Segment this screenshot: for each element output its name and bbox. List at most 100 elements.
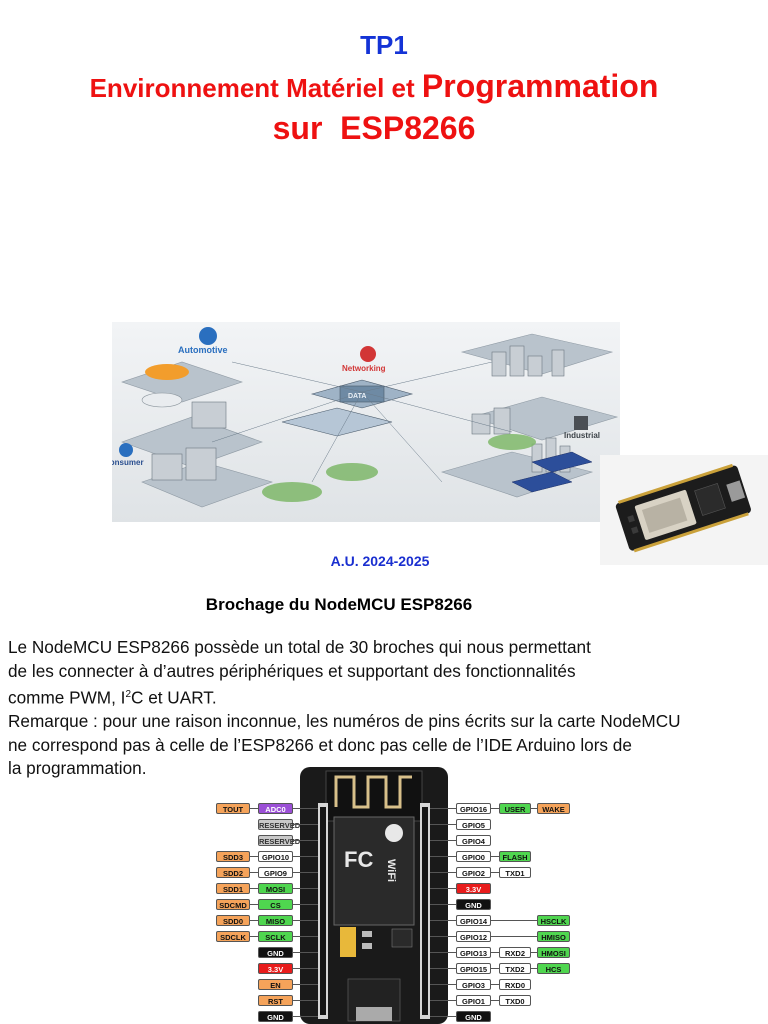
pin-label-inner: EN <box>258 979 293 990</box>
pin-connector-line <box>293 968 318 969</box>
pin-label-inner: GND <box>258 947 293 958</box>
pin-label-function-2: HSCLK <box>537 915 570 926</box>
pin-connector-line <box>430 952 456 953</box>
pin-label-outer: TOUT <box>216 803 250 814</box>
iot-illustration: Automotive Networking Consumer Industria… <box>112 322 620 522</box>
pin-connector-line <box>250 936 258 937</box>
title-line-2: Environnement Matériel et Programmation <box>0 68 748 105</box>
nodemcu-board-photo <box>600 455 768 565</box>
pin-connector-line <box>293 984 318 985</box>
pin-label-inner: GND <box>258 1011 293 1022</box>
paragraph-line: comme PWM, I2C et UART. <box>8 683 763 710</box>
pin-connector-line <box>491 936 537 937</box>
pin-connector-line <box>531 952 537 953</box>
superscript: 2 <box>125 689 132 700</box>
pin-connector-line <box>531 968 537 969</box>
pin-connector-line <box>430 936 456 937</box>
pin-label-gpio: 3.3V <box>456 883 491 894</box>
paragraph-line: Le NodeMCU ESP8266 possède un total de 3… <box>8 637 591 657</box>
pin-connector-line <box>293 840 318 841</box>
pin-connector-line <box>293 904 318 905</box>
pin-label-function: TXD1 <box>499 867 531 878</box>
title-part-a: Environnement Matériel et <box>89 73 422 103</box>
label-data: DATA <box>348 393 366 400</box>
pin-connector-line <box>250 856 258 857</box>
pin-connector-line <box>430 968 456 969</box>
pin-connector-line <box>293 808 318 809</box>
paragraph-line: de les connecter à d’autres périphérique… <box>8 660 576 681</box>
pin-label-function: FLASH <box>499 851 531 862</box>
pin-label-inner: RESERVED <box>258 819 301 830</box>
paragraph-line: ne correspond pas à celle de l’ESP8266 e… <box>8 734 632 755</box>
pin-label-function: RXD0 <box>499 979 531 990</box>
pin-label-outer: SDCMD <box>216 899 250 910</box>
pin-label-gpio: GPIO1 <box>456 995 491 1006</box>
pin-label-inner: CS <box>258 899 293 910</box>
pin-connector-line <box>293 1016 318 1017</box>
pin-label-gpio: GPIO14 <box>456 915 491 926</box>
pin-label-function: TXD2 <box>499 963 531 974</box>
pin-connector-line <box>430 872 456 873</box>
pin-label-function: USER <box>499 803 531 814</box>
pin-connector-line <box>293 888 318 889</box>
pin-label-function-2: HMOSI <box>537 947 570 958</box>
pin-label-gpio: GPIO16 <box>456 803 491 814</box>
pin-label-inner: RESERVED <box>258 835 301 846</box>
pin-label-inner: MISO <box>258 915 293 926</box>
pin-connector-line <box>430 824 456 825</box>
pin-connector-line <box>531 808 537 809</box>
pin-connector-line <box>293 1000 318 1001</box>
title-part-b: Programmation <box>421 68 659 104</box>
pin-connector-line <box>293 824 318 825</box>
pin-connector-line <box>430 984 456 985</box>
pin-connector-line <box>491 952 499 953</box>
fc-logo: FC <box>344 847 373 872</box>
pin-label-function-2: WAKE <box>537 803 570 814</box>
pin-connector-line <box>250 872 258 873</box>
pin-label-function: TXD0 <box>499 995 531 1006</box>
pin-connector-line <box>430 888 456 889</box>
pin-label-outer: SDD0 <box>216 915 250 926</box>
pin-connector-line <box>250 904 258 905</box>
label-industrial: Industrial <box>564 431 600 440</box>
pin-label-gpio: GPIO0 <box>456 851 491 862</box>
pin-label-outer: SDD1 <box>216 883 250 894</box>
pin-label-inner: GPIO10 <box>258 851 293 862</box>
pin-label-inner: MOSI <box>258 883 293 894</box>
pin-connector-line <box>430 840 456 841</box>
pin-connector-line <box>250 888 258 889</box>
pin-label-gpio: GPIO15 <box>456 963 491 974</box>
pin-label-inner: RST <box>258 995 293 1006</box>
pin-connector-line <box>491 856 499 857</box>
title-line-3: sur ESP8266 <box>272 110 476 146</box>
pin-connector-line <box>430 1000 456 1001</box>
label-networking: Networking <box>342 364 386 373</box>
pin-label-inner: 3.3V <box>258 963 293 974</box>
label-automotive: Automotive <box>178 345 228 355</box>
paragraph-text: C et UART. <box>131 687 217 708</box>
pin-label-function-2: HMISO <box>537 931 570 942</box>
pin-connector-line <box>491 968 499 969</box>
pin-label-gpio: GPIO12 <box>456 931 491 942</box>
pin-connector-line <box>293 872 318 873</box>
label-consumer: Consumer <box>112 458 144 467</box>
pin-connector-line <box>293 936 318 937</box>
pin-connector-line <box>491 808 499 809</box>
section-title: Brochage du NodeMCU ESP8266 <box>205 595 473 614</box>
nodemcu-board: FC WiFi <box>300 767 448 1024</box>
pin-label-gpio: GPIO13 <box>456 947 491 958</box>
pin-label-gpio: GND <box>456 1011 491 1022</box>
pin-connector-line <box>293 952 318 953</box>
pin-label-inner: SCLK <box>258 931 293 942</box>
pin-label-gpio: GPIO3 <box>456 979 491 990</box>
pin-label-inner: ADC0 <box>258 803 293 814</box>
pin-connector-line <box>250 920 258 921</box>
pin-connector-line <box>430 856 456 857</box>
paragraph-text: comme PWM, I <box>8 687 126 708</box>
pin-label-gpio: GND <box>456 899 491 910</box>
pin-label-gpio: GPIO4 <box>456 835 491 846</box>
pin-label-outer: SDCLK <box>216 931 250 942</box>
pin-label-outer: SDD2 <box>216 867 250 878</box>
pin-connector-line <box>491 984 499 985</box>
